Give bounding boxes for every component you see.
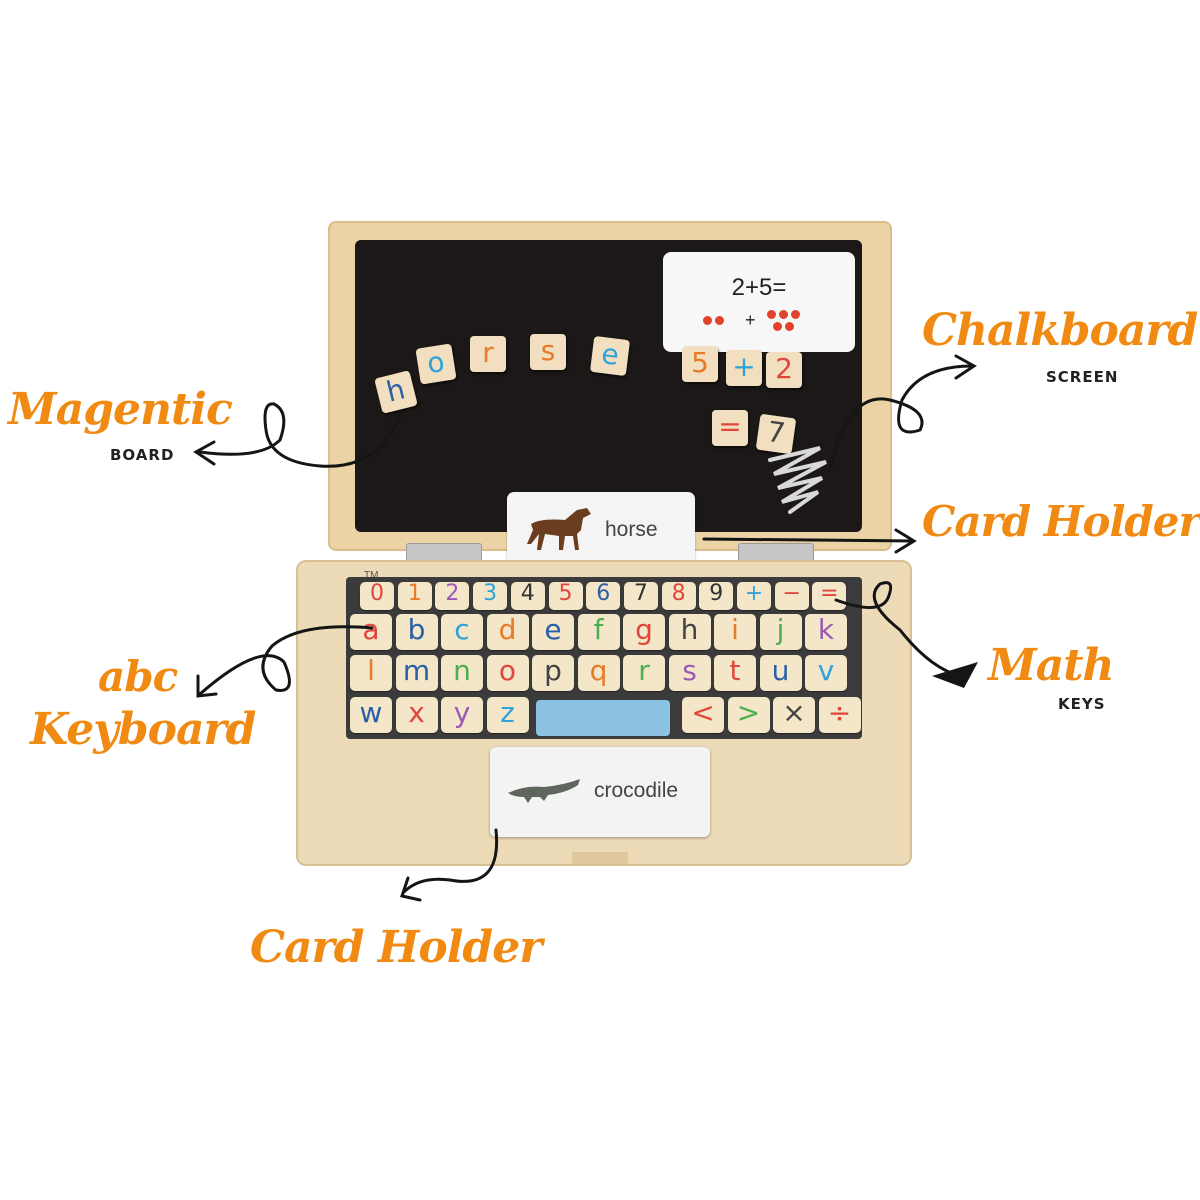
horse-card-word: horse	[605, 518, 658, 541]
trademark-mark: TM	[364, 570, 379, 581]
key-z[interactable]: z	[486, 697, 529, 733]
arrow-card-holder-bottom	[402, 828, 499, 894]
math-tile-equals[interactable]: =	[712, 410, 748, 446]
key-k[interactable]: k	[805, 614, 847, 650]
key-4[interactable]: 4	[510, 582, 545, 610]
key-a[interactable]: a	[350, 614, 392, 650]
label-abc: abc	[98, 652, 178, 701]
key-x[interactable]: x	[395, 697, 438, 733]
math-tile-2[interactable]: 2	[766, 352, 802, 388]
key-8[interactable]: 8	[661, 582, 696, 610]
chalk-scribble	[768, 446, 827, 514]
math-arrow-head	[932, 662, 978, 688]
arrow-abc-keyboard	[198, 625, 374, 696]
key-s[interactable]: s	[668, 655, 711, 691]
key-g[interactable]: g	[623, 614, 665, 650]
crocodile-icon	[508, 779, 580, 803]
key-j[interactable]: j	[759, 614, 802, 650]
key-2[interactable]: 2	[435, 582, 470, 610]
label-chalkboard-sub: SCREEN	[1046, 368, 1119, 386]
key-u[interactable]: u	[759, 655, 802, 691]
counting-dot	[785, 322, 794, 331]
key-p[interactable]: p	[532, 655, 574, 691]
key-b[interactable]: b	[395, 614, 438, 650]
label-chalkboard: Chalkboard	[922, 305, 1198, 356]
arrow-card-holder-top-head	[894, 528, 917, 554]
horse-card: horse	[507, 492, 695, 568]
math-tile-plus[interactable]: +	[726, 350, 762, 386]
key-f[interactable]: f	[577, 614, 620, 650]
key-6[interactable]: 6	[586, 582, 621, 610]
label-magnetic: Magentic	[8, 384, 233, 435]
arrow-chalkboard-head	[954, 354, 977, 380]
key-−[interactable]: −	[774, 582, 809, 610]
math-tile-5[interactable]: 5	[682, 346, 718, 382]
math-card: 2+5= +	[663, 252, 855, 352]
key-0[interactable]: 0	[360, 582, 394, 610]
counting-dot	[779, 310, 788, 319]
arrow-chalkboard	[828, 364, 974, 472]
key-m[interactable]: m	[395, 655, 438, 691]
horse-icon	[527, 508, 591, 550]
key-q[interactable]: q	[577, 655, 620, 691]
key-×[interactable]: ×	[773, 697, 815, 733]
key-r[interactable]: r	[623, 655, 665, 691]
crocodile-card-word: crocodile	[594, 779, 679, 802]
arrow-abc-keyboard-head	[196, 674, 218, 698]
key-=[interactable]: =	[812, 582, 847, 610]
math-card-plus: +	[745, 310, 756, 330]
arrow-magnetic-board	[198, 402, 402, 468]
card-slot-notch	[572, 852, 628, 864]
letter-tile-s[interactable]: s	[530, 334, 566, 370]
key-+[interactable]: +	[737, 582, 771, 610]
key-w[interactable]: w	[350, 697, 392, 733]
counting-dot	[767, 310, 776, 319]
key-t[interactable]: t	[714, 655, 756, 691]
arrow-math-keys	[834, 581, 962, 678]
counting-dot	[703, 316, 712, 325]
arrow-magnetic-board-head	[193, 440, 216, 466]
key-o[interactable]: o	[486, 655, 529, 691]
label-card-holder-top: Card Holder	[922, 497, 1200, 546]
key-v[interactable]: v	[805, 655, 847, 691]
label-keyboard: Keyboard	[30, 704, 256, 755]
letter-tile-r[interactable]: r	[470, 336, 506, 372]
math-card-equation: 2+5=	[731, 274, 787, 301]
key-d[interactable]: d	[486, 614, 529, 650]
key-7[interactable]: 7	[623, 582, 658, 610]
key-y[interactable]: y	[441, 697, 483, 733]
key-5[interactable]: 5	[548, 582, 583, 610]
key-n[interactable]: n	[441, 655, 483, 691]
spacebar[interactable]	[536, 700, 670, 736]
counting-dot	[791, 310, 800, 319]
key->[interactable]: >	[727, 697, 770, 733]
key-i[interactable]: i	[714, 614, 756, 650]
counting-dot	[715, 316, 724, 325]
key-÷[interactable]: ÷	[818, 697, 861, 733]
label-math-sub: KEYS	[1058, 695, 1106, 713]
key-1[interactable]: 1	[397, 582, 432, 610]
label-magnetic-sub: BOARD	[110, 446, 175, 464]
key-<[interactable]: <	[682, 697, 724, 733]
key-l[interactable]: l	[350, 655, 392, 691]
arrow-card-holder-bottom-head	[400, 876, 422, 902]
key-3[interactable]: 3	[473, 582, 508, 610]
label-card-holder-bottom: Card Holder	[250, 922, 542, 973]
crocodile-card: crocodile	[490, 747, 710, 837]
key-9[interactable]: 9	[699, 582, 734, 610]
counting-dot	[773, 322, 782, 331]
key-h[interactable]: h	[668, 614, 711, 650]
arrow-card-holder-top	[702, 537, 914, 543]
key-c[interactable]: c	[441, 614, 483, 650]
label-math: Math	[988, 640, 1115, 691]
key-e[interactable]: e	[532, 614, 574, 650]
